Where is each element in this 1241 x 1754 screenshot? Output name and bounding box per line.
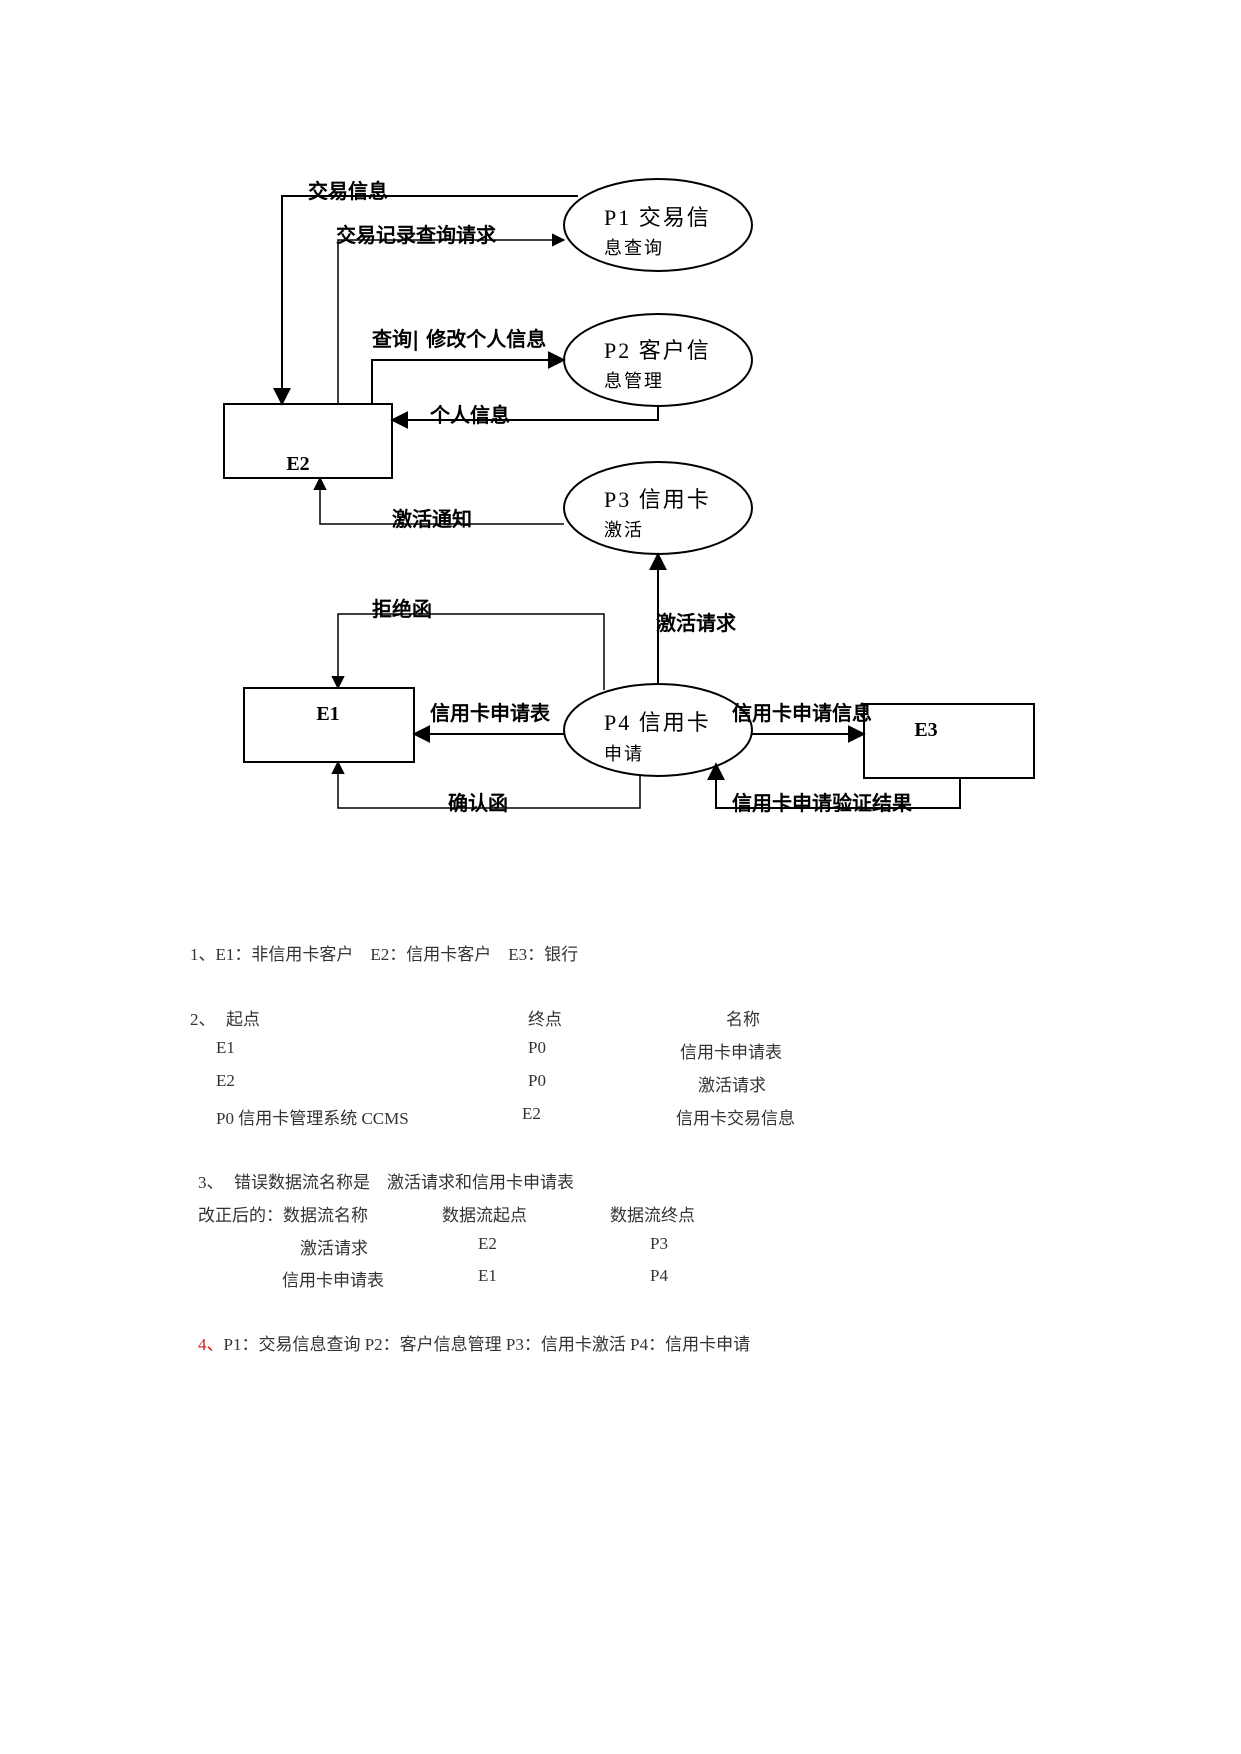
- answer-2-row1-start: E1: [216, 1038, 235, 1057]
- flow-confirmation-arrow: [331, 760, 641, 809]
- answer-1: 1、E1：非信用卡客户 E2：信用卡客户 E3：银行: [190, 945, 579, 964]
- answer-2-row1-end: P0: [528, 1038, 546, 1057]
- flow-personal-info-arrow: [390, 406, 659, 429]
- flow-verification-arrow: [707, 762, 961, 809]
- flow-record-query-label: 交易记录查询请求: [336, 223, 497, 247]
- flow-query-modify-label: 查询| 修改个人信息: [372, 327, 546, 351]
- flow-activation-notice-label: 激活通知: [392, 507, 472, 531]
- answer-2-row3-start: P0 信用卡管理系统 CCMS: [216, 1109, 409, 1128]
- answer-3-header-start: 数据流起点: [442, 1206, 527, 1225]
- entity-e1-box: [243, 687, 415, 763]
- flow-confirmation-label: 确认函: [448, 791, 508, 815]
- flow-query-modify-arrow: [371, 351, 566, 404]
- process-p3-line1: P3 信用卡: [604, 487, 711, 512]
- flow-transaction-info-arrow: [273, 195, 578, 406]
- entity-e3-box: [863, 703, 1035, 779]
- flow-rejection-arrow: [331, 613, 605, 690]
- flow-activation-notice-arrow: [313, 476, 564, 525]
- process-p1: [563, 178, 753, 272]
- answer-3-row2-start: E1: [478, 1266, 497, 1285]
- answer-3-number: 3、: [198, 1173, 224, 1192]
- answer-4: 4、P1：交易信息查询 P2：客户信息管理 P3：信用卡激活 P4：信用卡申请: [198, 1330, 750, 1355]
- answer-3-row1-end: P3: [650, 1234, 668, 1253]
- answer-3-header-name: 改正后的：数据流名称: [198, 1206, 368, 1225]
- answer-2-row3-name: 信用卡交易信息: [676, 1109, 795, 1128]
- flow-activation-request-label: 激活请求: [656, 611, 737, 635]
- flow-transaction-info-label: 交易信息: [308, 179, 388, 203]
- process-p4-line1: P4 信用卡: [604, 710, 711, 735]
- answer-3-text: 错误数据流名称是 激活请求和信用卡申请表: [234, 1173, 574, 1192]
- process-p3-line2: 激活: [604, 520, 644, 540]
- entity-e2-label: E2: [286, 453, 309, 475]
- entity-e1-label: E1: [316, 703, 339, 725]
- flow-verification-label: 信用卡申请验证结果: [732, 791, 912, 815]
- answer-2-header-start: 起点: [226, 1010, 260, 1029]
- answer-2-row2-start: E2: [216, 1071, 235, 1090]
- answer-2-header-name: 名称: [726, 1010, 760, 1029]
- flow-rejection-label: 拒绝函: [372, 597, 432, 621]
- answer-2-row1-name: 信用卡申请表: [680, 1043, 782, 1062]
- answer-3-row1-start: E2: [478, 1234, 497, 1253]
- entity-e3-label: E3: [914, 719, 937, 741]
- answer-3-row2-name: 信用卡申请表: [282, 1271, 384, 1290]
- flow-record-query-arrow: [337, 233, 566, 404]
- process-p2-line2: 息管理: [604, 371, 664, 391]
- flow-personal-info-label: 个人信息: [429, 403, 510, 427]
- process-p4-line2: 申请: [604, 744, 644, 764]
- entity-e2-box: [223, 403, 393, 479]
- answer-2-row3-end: E2: [522, 1104, 541, 1123]
- answer-3-row1-name: 激活请求: [300, 1239, 368, 1258]
- process-p1-line1: P1 交易信: [604, 205, 711, 230]
- answer-3-row2-end: P4: [650, 1266, 668, 1285]
- answer-2-number: 2、: [190, 1010, 216, 1029]
- answer-3-header-end: 数据流终点: [610, 1206, 695, 1225]
- flow-application-info-label: 信用卡申请信息: [732, 701, 872, 725]
- process-p1-line2: 息查询: [604, 238, 664, 258]
- process-p2-line1: P2 客户信: [604, 338, 711, 363]
- answer-2-row2-name: 激活请求: [698, 1076, 766, 1095]
- answer-2-header-end: 终点: [528, 1010, 562, 1029]
- flow-application-form-label: 信用卡申请表: [430, 701, 551, 725]
- data-flow-diagram: E2 E1 E3 P1 交易信 息查询 P2 客户信 息管理 P3 信用卡 激活…: [223, 178, 1035, 815]
- answer-4-number: 4、: [198, 1335, 224, 1354]
- answer-4-text: P1：交易信息查询 P2：客户信息管理 P3：信用卡激活 P4：信用卡申请: [223, 1335, 751, 1354]
- answer-2-row2-end: P0: [528, 1071, 546, 1090]
